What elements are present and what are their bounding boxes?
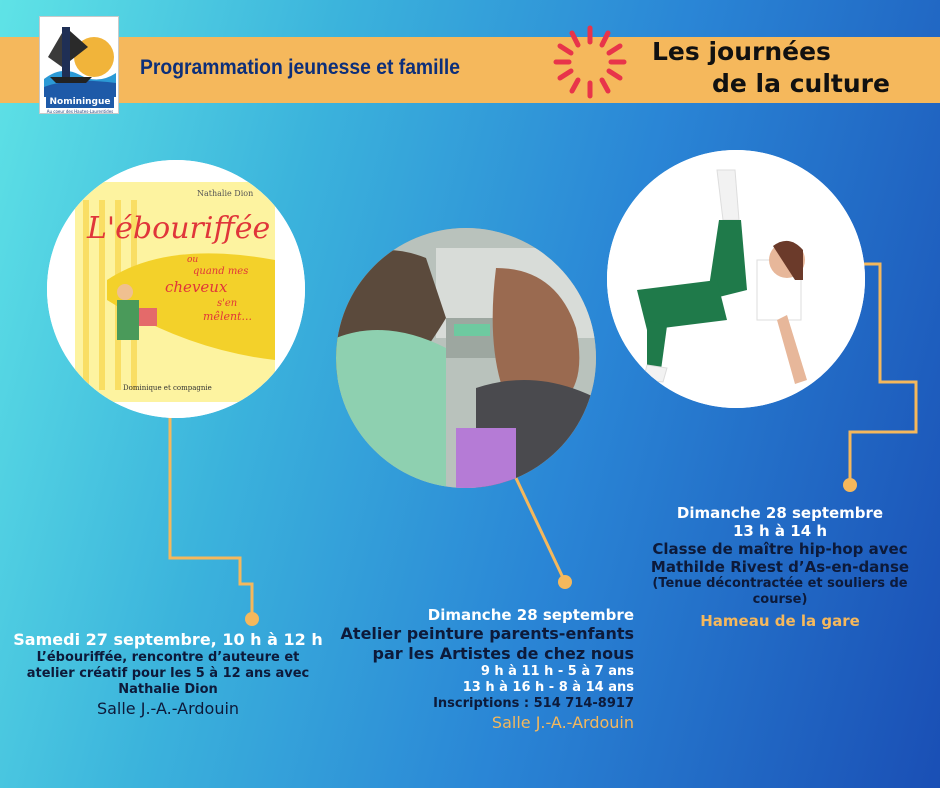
book-author: Nathalie Dion <box>197 189 253 198</box>
event-2-venue: Salle J.-A.-Ardouin <box>491 713 634 732</box>
culture-line-1: Les journées <box>652 37 831 66</box>
nominingue-logo: Nominingue Au coeur des Hautes-Laurentid… <box>39 16 119 114</box>
event-2-title-2: par les Artistes de chez nous <box>372 644 634 663</box>
header-banner <box>0 37 940 103</box>
event-2-date: Dimanche 28 septembre <box>427 606 634 624</box>
book-publisher: Dominique et compagnie <box>123 384 212 392</box>
book-cover-circle: Nathalie Dion L'ébouriffée ou quand mes … <box>47 160 305 418</box>
book-subtitle-5: mêlent... <box>203 310 252 323</box>
event-2-slot-2: 13 h à 16 h - 8 à 14 ans <box>462 680 634 695</box>
event-1-venue: Salle J.-A.-Ardouin <box>96 699 240 718</box>
event-3-note-2: course) <box>752 592 808 607</box>
book-title: L'ébouriffée <box>86 211 270 246</box>
sunburst-icon <box>553 25 627 99</box>
painting-workshop-photo <box>336 228 596 488</box>
event-2-slot-1: 9 h à 11 h - 5 à 7 ans <box>480 664 634 679</box>
event-3-title-2: Mathilde Rivest d’As-en-danse <box>650 558 910 576</box>
event-3-venue: Hameau de la gare <box>700 612 860 630</box>
event-3: Dimanche 28 septembre 13 h à 14 h Classe… <box>636 504 924 630</box>
culture-title: Les journées de la culture <box>652 36 890 100</box>
event-2-title-1: Atelier peinture parents-enfants <box>340 624 634 643</box>
book-subtitle-3: cheveux <box>165 278 228 296</box>
logo-name: Nominingue <box>46 97 114 108</box>
event-2-inscriptions: Inscriptions : 514 714-8917 <box>433 696 634 711</box>
event-3-title-1: Classe de maître hip-hop avec <box>652 540 908 558</box>
event-1: Samedi 27 septembre, 10 h à 12 h L’ébour… <box>8 630 328 720</box>
event-3-date: Dimanche 28 septembre <box>676 504 884 522</box>
book-subtitle-1: ou <box>187 255 198 265</box>
culture-line-2: de la culture <box>712 69 890 98</box>
program-title: Programmation jeunesse et famille <box>140 56 460 79</box>
hiphop-dancer-photo <box>607 150 865 408</box>
event-1-desc-3: Nathalie Dion <box>118 682 218 697</box>
event-1-desc-2: atelier créatif pour les 5 à 12 ans avec <box>26 666 310 681</box>
event-1-desc-1: L’ébouriffée, rencontre d’auteure et <box>36 650 300 665</box>
event-3-time: 13 h à 14 h <box>732 522 828 540</box>
event-2: Dimanche 28 septembre Atelier peinture p… <box>336 606 634 734</box>
logo-tagline: Au coeur des Hautes-Laurentides <box>46 109 114 114</box>
event-1-date: Samedi 27 septembre, 10 h à 12 h <box>13 630 323 649</box>
event-3-note-1: (Tenue décontractée et souliers de <box>652 576 908 591</box>
book-subtitle-4: s'en <box>217 298 237 309</box>
book-subtitle-2: quand mes <box>193 266 248 277</box>
